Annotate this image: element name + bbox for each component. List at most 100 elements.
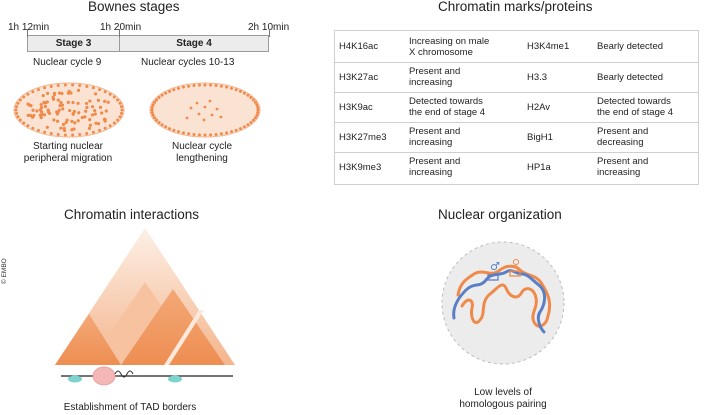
border-nucleus (256, 105, 260, 109)
border-nucleus (43, 130, 47, 134)
border-nucleus (71, 83, 75, 87)
chromatin-marks-title: Chromatin marks/proteins (438, 0, 593, 14)
interior-nucleus (56, 98, 60, 102)
interior-nucleus (61, 107, 65, 111)
interior-nucleus (52, 91, 57, 95)
border-nucleus (71, 133, 75, 137)
border-nucleus (103, 126, 107, 130)
border-nucleus (150, 108, 154, 112)
interior-nucleus (104, 109, 108, 113)
interior-nucleus (90, 105, 95, 109)
mark-name: H4K16ac (339, 41, 379, 53)
border-nucleus (246, 123, 250, 127)
border-nucleus (120, 111, 124, 115)
border-nucleus (219, 132, 223, 136)
interior-nucleus (185, 116, 189, 120)
interior-nucleus (88, 123, 93, 127)
mark-status: Bearly detected (593, 61, 698, 92)
border-nucleus (91, 86, 95, 90)
interior-nucleus (83, 115, 87, 119)
mark-status-line: Bearly detected (597, 41, 664, 53)
border-nucleus (255, 113, 259, 117)
interior-nucleus (88, 118, 92, 122)
interior-nucleus (40, 112, 44, 116)
interior-nucleus (55, 119, 60, 123)
border-nucleus (112, 121, 116, 125)
mark-status-line: increasing (409, 137, 453, 148)
stage3-label: Stage 3 (55, 38, 92, 49)
stage4-caption: Nuclear cycle lengthening (171, 141, 233, 164)
border-nucleus (209, 83, 213, 87)
stage4-label: Stage 4 (176, 38, 212, 49)
interior-nucleus (71, 100, 75, 105)
interior-nucleus (38, 108, 43, 112)
stage3-caption: Starting nuclear peripheral migration (23, 141, 113, 164)
interior-nucleus (63, 128, 67, 133)
border-nucleus (56, 84, 60, 88)
border-nucleus (63, 133, 67, 137)
embryo-illustrations (13, 82, 261, 138)
border-nucleus (14, 105, 18, 109)
mark-status-line: Detected towards (597, 96, 671, 107)
interior-nucleus (189, 106, 193, 110)
interior-nucleus (52, 118, 56, 122)
interior-nucleus (97, 122, 101, 126)
interior-nucleus (35, 109, 39, 113)
interior-nucleus (98, 105, 103, 109)
border-nucleus (253, 100, 257, 104)
border-nucleus (192, 132, 196, 136)
mark-status-line: Present and (409, 66, 461, 77)
border-nucleus (155, 118, 159, 122)
interior-nucleus (84, 109, 88, 113)
female-symbol: ♀ (512, 257, 520, 270)
border-nucleus (249, 96, 253, 99)
border-nucleus (150, 111, 154, 115)
chromatin-interactions-caption: Establishment of TAD borders (63, 402, 197, 413)
mark-name: H3.3 (523, 61, 593, 92)
stage4-cycle: Nuclear cycles 10-13 (141, 57, 235, 68)
interior-nucleus (28, 113, 33, 117)
interior-nucleus (67, 89, 71, 93)
border-nucleus (203, 133, 207, 137)
nucleus-circle (441, 241, 565, 365)
border-nucleus (43, 86, 47, 90)
interior-nucleus (77, 111, 81, 115)
border-nucleus (172, 88, 176, 92)
mark-status-line: Present and (597, 126, 649, 137)
interior-nucleus (42, 113, 47, 117)
border-nucleus (209, 133, 213, 137)
interior-nucleus (210, 113, 214, 117)
border-nucleus (177, 86, 180, 90)
border-nucleus (168, 89, 172, 93)
interior-nucleus (103, 99, 107, 103)
mark-name: HP1a (523, 151, 593, 182)
border-nucleus (118, 115, 122, 119)
mark-status-line: the end of stage 4 (409, 107, 486, 118)
nucleus-diagram: ♂ ♀ (441, 241, 565, 365)
border-nucleus (22, 121, 26, 125)
interior-nucleus (59, 126, 63, 130)
interior-nucleus (84, 101, 89, 106)
border-nucleus (177, 130, 180, 134)
interior-nucleus (94, 121, 98, 125)
tick-mid (119, 29, 120, 37)
mark-status-line: the end of stage 4 (597, 107, 674, 118)
embryo-stage3 (13, 82, 125, 138)
border-nucleus (56, 132, 60, 136)
interior-nucleus (93, 108, 97, 113)
interior-nucleus (45, 100, 49, 104)
border-nucleus (116, 98, 120, 102)
copyright-notice: © EMBO (1, 258, 8, 284)
border-nucleus (153, 116, 157, 120)
border-nucleus (108, 92, 112, 96)
mark-name: H2Av (523, 91, 593, 122)
border-nucleus (98, 88, 102, 92)
time-label-start: 1h 12min (8, 22, 50, 33)
border-nucleus (118, 101, 122, 105)
border-nucleus (153, 100, 157, 104)
